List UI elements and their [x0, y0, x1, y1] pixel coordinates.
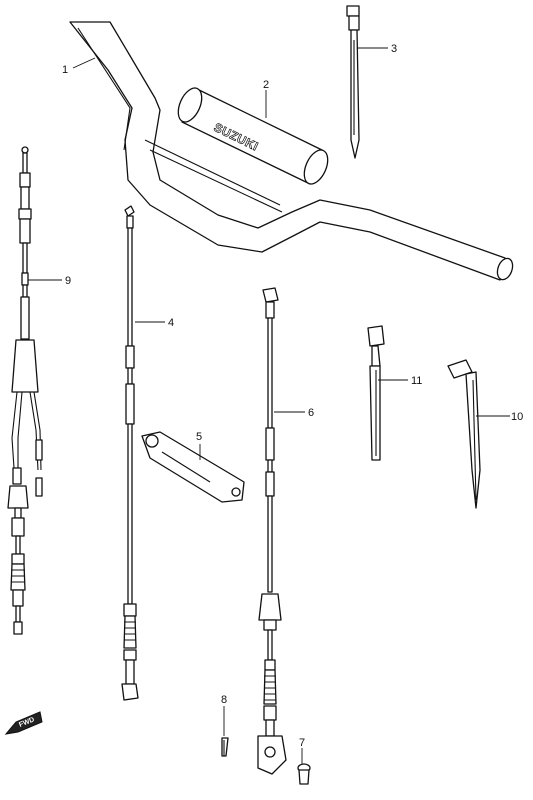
forward-direction-marker: FWD — [4, 711, 43, 735]
cable-tie-long[interactable] — [447, 359, 481, 509]
callout-2: 2 — [263, 79, 269, 91]
callout-1: 1 — [62, 64, 68, 76]
callout-3: 3 — [391, 43, 397, 55]
callout-7: 7 — [299, 737, 305, 749]
cotter-pin[interactable] — [221, 737, 229, 757]
callout-leaders — [28, 47, 510, 764]
handlebar[interactable] — [69, 21, 515, 282]
cable-guide-bracket[interactable] — [141, 431, 245, 503]
throttle-cable[interactable] — [121, 205, 139, 701]
cable-tie-upper[interactable] — [346, 5, 360, 159]
callout-10: 10 — [511, 411, 523, 423]
cable-clamp-band[interactable] — [367, 325, 385, 461]
callout-5: 5 — [196, 431, 202, 443]
callout-6: 6 — [308, 407, 314, 419]
callout-numbers: 1 2 3 4 5 6 7 8 9 10 11 — [62, 43, 523, 749]
handlebar-pad[interactable]: SUZUKI — [174, 84, 333, 187]
callout-9: 9 — [65, 275, 71, 287]
clutch-cable[interactable] — [257, 287, 287, 775]
callout-11: 11 — [411, 375, 422, 387]
callout-8: 8 — [221, 694, 227, 706]
callout-4: 4 — [168, 317, 174, 329]
pin[interactable] — [297, 763, 311, 785]
front-brake-cable[interactable] — [7, 146, 43, 635]
